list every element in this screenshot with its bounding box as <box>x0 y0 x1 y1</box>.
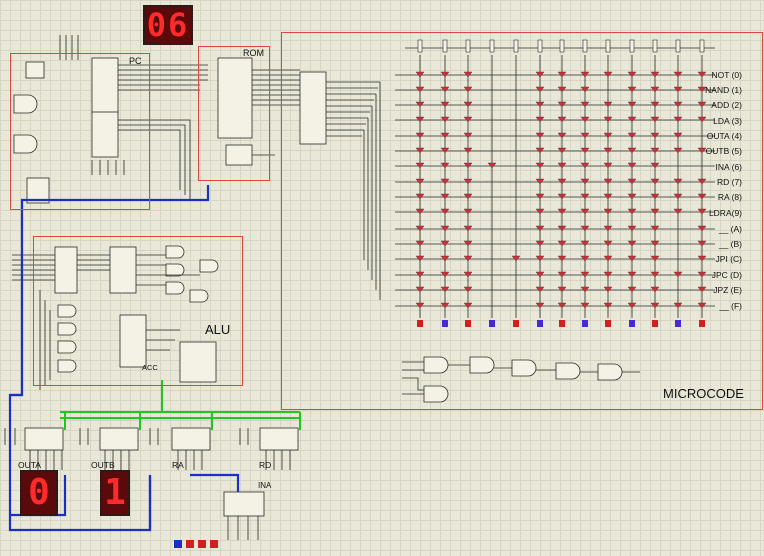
acc-label: ACC <box>142 363 158 372</box>
outb-seven-segment-display: 1 <box>100 470 130 516</box>
microcode-row-label: RD (7) <box>717 177 742 187</box>
microcode-row-label: INA (6) <box>716 162 742 172</box>
microcode-row-label: JPZ (E) <box>713 285 742 295</box>
microcode-row-label: __ (B) <box>719 239 742 249</box>
microcode-row-label: OUTA (4) <box>707 131 742 141</box>
outa-display-digit: 0 <box>22 472 56 514</box>
microcode-row-label: OUTB (5) <box>706 146 742 156</box>
microcode-row-label: NOT (0) <box>711 70 742 80</box>
rd-label: RD <box>259 460 271 470</box>
microcode-row-label: LDA (3) <box>713 116 742 126</box>
alu-block <box>33 236 243 386</box>
microcode-label: MICROCODE <box>663 386 744 401</box>
ina-label: INA <box>258 481 271 490</box>
microcode-row-label: JPI (C) <box>716 254 742 264</box>
pc-seven-segment-display: 06 <box>143 5 193 45</box>
microcode-block <box>281 32 763 410</box>
microcode-row-label: __ (F) <box>719 301 742 311</box>
pc-label: PC <box>129 56 142 66</box>
alu-label: ALU <box>205 322 230 337</box>
microcode-row-label: __ (A) <box>719 224 742 234</box>
microcode-row-label: JPC (D) <box>712 270 742 280</box>
outa-label: OUTA <box>18 460 41 470</box>
microcode-row-label: NAND (1) <box>705 85 742 95</box>
pc-block <box>10 53 150 210</box>
rom-label: ROM <box>243 48 264 58</box>
outb-label: OUTB <box>91 460 115 470</box>
outb-display-digit: 1 <box>102 472 128 514</box>
microcode-row-label: LDRA(9) <box>709 208 742 218</box>
ra-label: RA <box>172 460 184 470</box>
microcode-row-label: ADD (2) <box>711 100 742 110</box>
pc-display-digits: 06 <box>145 7 191 43</box>
rom-block <box>198 46 270 181</box>
outa-seven-segment-display: 0 <box>20 470 58 516</box>
microcode-row-label: RA (8) <box>718 192 742 202</box>
